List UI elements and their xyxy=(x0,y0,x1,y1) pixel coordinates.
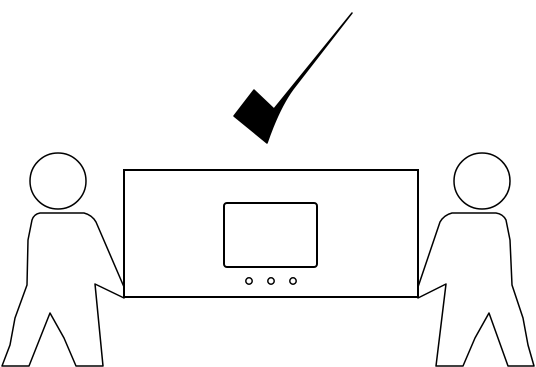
device-display xyxy=(223,202,318,268)
device-unit xyxy=(123,169,419,298)
right-person-body xyxy=(417,212,535,367)
device-button xyxy=(267,277,275,285)
device-button xyxy=(245,277,253,285)
left-person-head xyxy=(29,152,87,210)
device-button xyxy=(289,277,297,285)
right-person-figure xyxy=(417,152,535,367)
right-person-head xyxy=(453,152,511,210)
left-person-body xyxy=(1,212,125,367)
left-person-figure xyxy=(1,152,125,367)
checkmark-icon xyxy=(233,12,353,144)
